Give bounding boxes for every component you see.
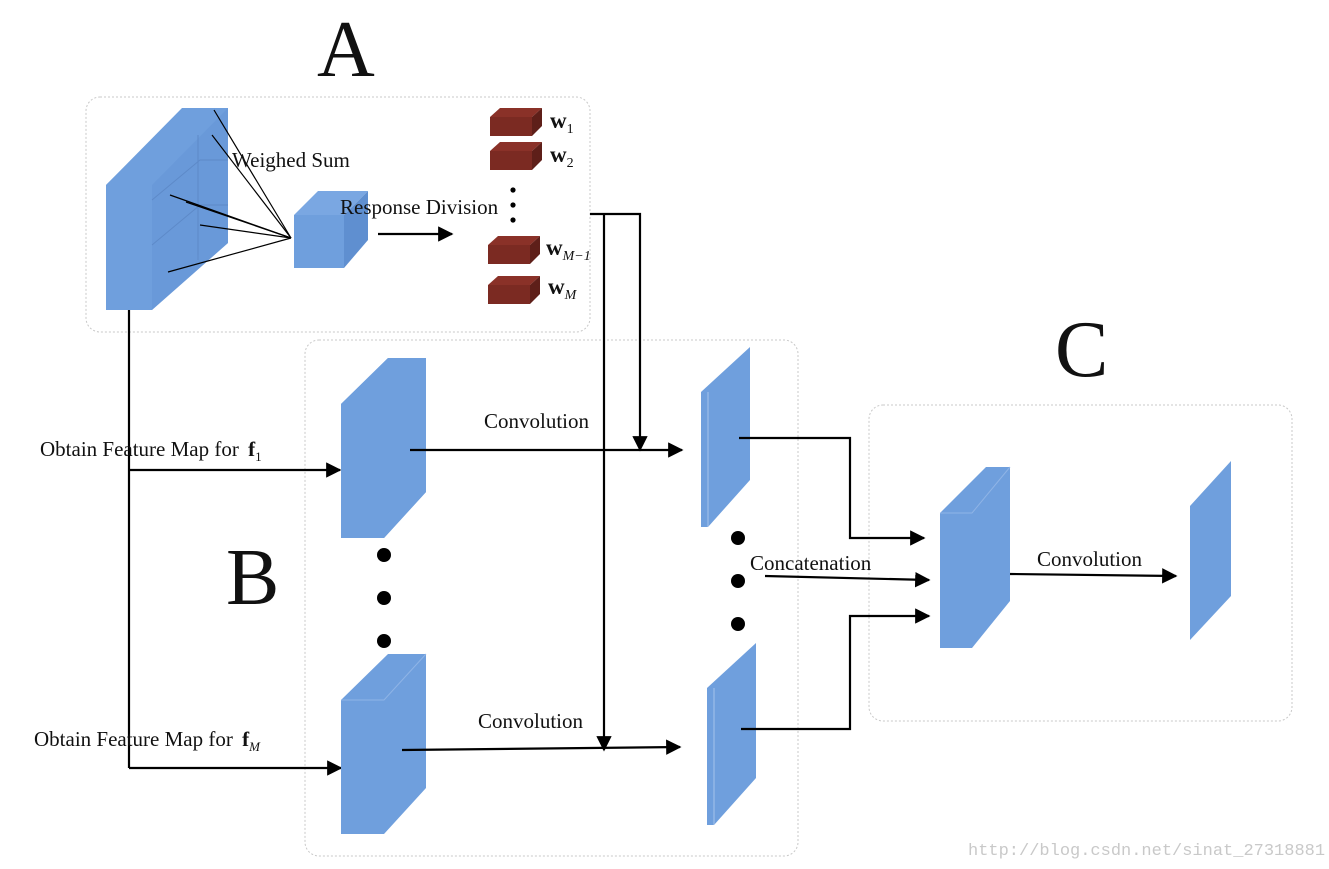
stack-dot (377, 548, 391, 562)
concatenation-arrows (739, 436, 931, 731)
weight-label-2: w2 (550, 142, 574, 171)
input-trunk-connector (127, 310, 343, 776)
feature-map-label-m: Obtain Feature Map for fM (34, 727, 261, 754)
weight-label-m-minus-1: wM−1 (546, 235, 591, 264)
panel-b-frame (304, 339, 799, 857)
weight-label-1: w1 (550, 108, 574, 137)
weighed-sum-lines (167, 109, 292, 273)
weight-block-1 (490, 108, 542, 136)
weights-to-convolution-connector (590, 212, 648, 752)
weight-block-m (488, 276, 540, 304)
stack-dot (377, 634, 391, 648)
concatenation-label: Concatenation (750, 551, 872, 575)
weight-dot (510, 187, 516, 193)
feature-map-block-1 (341, 358, 426, 538)
final-output-block (1190, 461, 1231, 640)
weight-dot (510, 202, 516, 208)
stack-dot (731, 531, 745, 545)
section-label-c: C (1055, 306, 1108, 394)
final-convolution-arrow (1009, 568, 1178, 584)
panel-c-frame (868, 404, 1293, 722)
summed-block (294, 191, 368, 268)
feature-map-label-1: Obtain Feature Map for f1 (40, 437, 262, 464)
weight-block-m-minus-1 (488, 236, 540, 264)
stack-dot (731, 574, 745, 588)
convolution-arrow-bottom (401, 739, 682, 755)
convolution-label-bottom: Convolution (478, 709, 584, 733)
stack-dot (731, 617, 745, 631)
weight-dot (510, 217, 516, 223)
feature-map-block-m (341, 653, 427, 834)
section-label-a: A (317, 6, 375, 94)
weighed-sum-label: Weighed Sum (232, 148, 350, 172)
conv-output-block-m (707, 643, 756, 825)
concatenated-block (940, 466, 1011, 648)
watermark: http://blog.csdn.net/sinat_27318881 (968, 842, 1325, 861)
response-division-label: Response Division (340, 195, 499, 219)
weight-block-2 (490, 142, 542, 170)
input-feature-block (106, 108, 228, 310)
stack-dot (377, 591, 391, 605)
section-label-b: B (226, 534, 279, 622)
weight-label-m: wM (548, 274, 578, 303)
weight-blocks (488, 108, 542, 304)
conv-output-block-1 (701, 347, 750, 527)
final-convolution-label: Convolution (1037, 547, 1143, 571)
convolution-label-top: Convolution (484, 409, 590, 433)
